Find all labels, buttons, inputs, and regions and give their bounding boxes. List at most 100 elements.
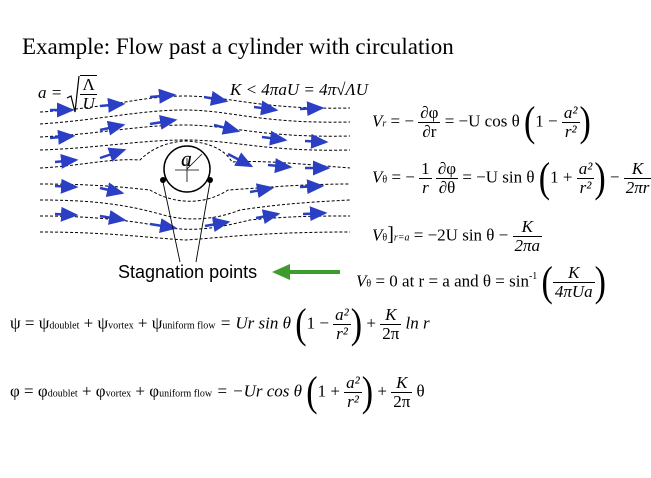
streamline <box>39 199 351 220</box>
phi-p2: + φ <box>81 381 106 401</box>
velocity-arrow <box>99 97 126 113</box>
vt-f2-den: ∂θ <box>435 178 459 197</box>
vta-k-den: 2πa <box>512 236 543 255</box>
psi-tail: ln r <box>405 313 430 333</box>
a-def-num: Λ <box>82 75 95 94</box>
psi-inner-one: 1 − <box>306 313 329 333</box>
pointer-line <box>162 181 181 263</box>
vta-sub: θ <box>382 232 388 244</box>
velocity-arrow <box>203 90 229 106</box>
vt-rhs: = −U sin θ <box>462 167 535 187</box>
stagnation-point-right <box>207 177 213 183</box>
a-def-lhs: a = <box>38 82 63 102</box>
velocity-arrow <box>99 120 126 136</box>
vt-tail: − <box>609 167 620 187</box>
stag-k-num: K <box>568 263 580 282</box>
phi-rhs: = −Ur cos θ <box>216 381 302 401</box>
psi-k-den: 2π <box>380 324 402 343</box>
streamline <box>39 215 351 230</box>
velocity-arrow <box>149 88 177 104</box>
vr-rhs: = −U cos θ <box>444 111 520 131</box>
vr-inner-den: r² <box>561 122 580 141</box>
velocity-arrow <box>149 114 178 130</box>
velocity-arrow <box>54 153 79 169</box>
pointer-line <box>195 181 211 263</box>
vt-lhs: V <box>372 167 383 187</box>
velocity-arrow <box>253 100 279 116</box>
radius-line <box>186 153 203 170</box>
velocity-arrow <box>304 133 329 149</box>
phi-k-den: 2π <box>391 392 413 411</box>
phi-plus: + <box>377 381 387 401</box>
vr-den: ∂r <box>418 122 441 141</box>
phi-inner-one: 1 + <box>317 381 340 401</box>
psi-s2: vortex <box>108 320 134 332</box>
phi-s3: uniform flow <box>159 388 213 400</box>
vt-k-num: K <box>631 159 644 178</box>
velocity-arrow <box>149 218 178 234</box>
vr-inner-one: 1 − <box>535 111 558 131</box>
velocity-arrow <box>213 120 241 135</box>
psi-lhs: ψ = ψ <box>10 313 50 333</box>
psi-s1: doublet <box>49 320 80 332</box>
psi-k-num: K <box>385 305 397 324</box>
vr-eq1: = − <box>390 111 414 131</box>
velocity-arrow <box>227 152 254 168</box>
vta-rhs: = −2U sin θ − <box>413 225 509 245</box>
vt-f1-den: r <box>419 178 432 197</box>
phi-inner-num: a² <box>346 373 360 392</box>
streamline <box>39 124 351 138</box>
velocity-arrow <box>267 158 293 174</box>
velocity-arrow <box>299 101 325 117</box>
vt-k-den: 2πr <box>623 178 651 197</box>
streamline <box>39 109 351 125</box>
psi-p2: + ψ <box>83 313 109 333</box>
velocity-arrow <box>54 206 79 222</box>
streamline <box>39 95 351 113</box>
cylinder-radius-label: a <box>181 146 192 171</box>
streamline <box>39 140 351 169</box>
eq-psi: ψ = ψdoublet + ψvortex + ψuniform flow =… <box>10 300 430 347</box>
vr-num: ∂φ <box>420 103 439 122</box>
vt-f1-num: 1 <box>421 159 430 178</box>
vt-eq1: = − <box>391 167 415 187</box>
velocity-arrow <box>255 209 281 225</box>
slide-title: Example: Flow past a cylinder with circu… <box>22 34 454 59</box>
stagnation-point-left <box>160 177 166 183</box>
psi-p3: + ψ <box>137 313 163 333</box>
velocity-arrow <box>299 179 325 195</box>
psi-s3: uniform flow <box>162 320 216 332</box>
vt-inner-den: r² <box>576 178 595 197</box>
phi-k-num: K <box>396 373 408 392</box>
velocity-arrow <box>261 130 288 146</box>
velocity-arrow <box>249 183 275 199</box>
velocity-arrow <box>49 129 76 145</box>
phi-s2: vortex <box>105 388 132 400</box>
vr-sub: r <box>382 118 387 130</box>
vta-lhs: V <box>372 225 383 245</box>
vt-f2-num: ∂φ <box>437 159 457 178</box>
stag-text: = 0 at r = a and θ = sin <box>375 271 529 291</box>
streamline <box>39 139 351 151</box>
psi-inner-num: a² <box>335 305 349 324</box>
velocity-arrow <box>204 217 231 232</box>
vr-lhs: V <box>372 111 383 131</box>
stagnation-label: Stagnation points <box>118 262 258 282</box>
psi-inner-den: r² <box>333 324 351 343</box>
phi-lhs: φ = φ <box>10 381 48 401</box>
vr-inner-num: a² <box>563 103 578 122</box>
stag-v: V <box>356 271 367 291</box>
phi-p3: + φ <box>135 381 160 401</box>
eq-phi: φ = φdoublet + φvortex + φuniform flow =… <box>10 368 425 415</box>
vta-k-num: K <box>521 217 533 236</box>
vt-sub: θ <box>382 174 388 186</box>
velocity-arrow <box>99 182 125 197</box>
phi-s1: doublet <box>47 388 78 400</box>
k-condition: K < 4πaU = 4π√ΛU <box>230 80 368 99</box>
streamline <box>39 231 351 241</box>
phi-tail: θ <box>416 381 425 401</box>
